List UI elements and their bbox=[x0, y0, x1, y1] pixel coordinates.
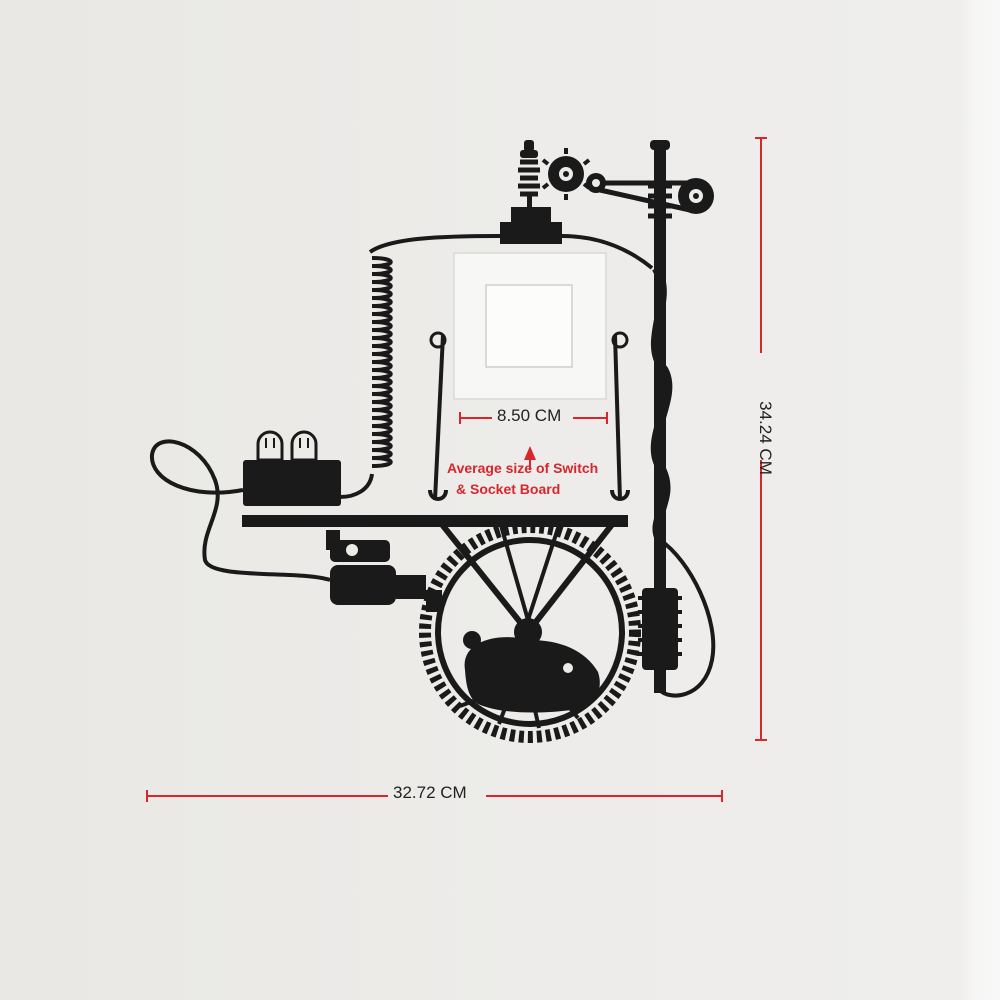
switch-size-note-line-2: & Socket Board bbox=[456, 481, 561, 497]
hamster-icon bbox=[459, 631, 600, 729]
width-dimension-label: 32.72 CM bbox=[393, 783, 467, 802]
coil-spring bbox=[371, 256, 393, 468]
bulb-box bbox=[243, 460, 341, 506]
switch-width-label: 8.50 CM bbox=[497, 406, 562, 425]
machine-decal bbox=[149, 140, 716, 743]
switch-size-note-line-1: Average size of Switch bbox=[447, 460, 599, 476]
dimension-lines bbox=[146, 137, 767, 802]
height-dimension-label: 34.24 CM bbox=[755, 401, 775, 475]
light-bulb-icon bbox=[256, 430, 318, 462]
light-switch-plate bbox=[453, 252, 607, 400]
gear-wheel-icon bbox=[419, 521, 641, 743]
